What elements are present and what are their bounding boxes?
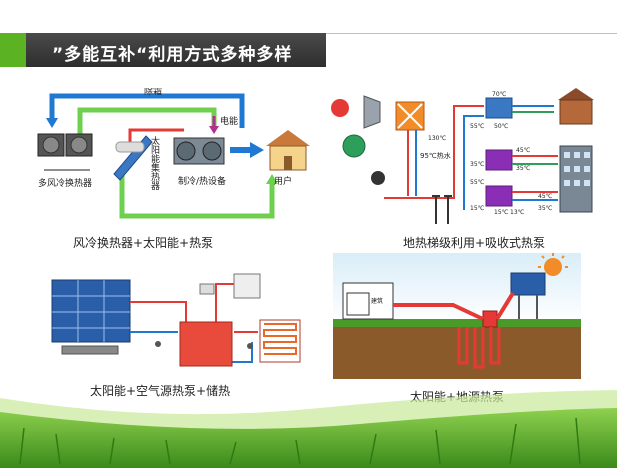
label-45b: 45℃ <box>538 193 553 200</box>
generator-icon <box>331 99 349 117</box>
label-55a: 55℃ <box>470 123 485 130</box>
defrost-pipe <box>49 93 245 128</box>
label-35a: 35℃ <box>516 165 531 172</box>
title-bar: ”多能互补“利用方式多种多样 <box>0 33 617 67</box>
label-multi-exchanger: 多风冷换热器 <box>38 177 92 189</box>
label-13: 13℃ <box>510 209 525 216</box>
air-exchanger-units <box>37 133 93 157</box>
solar-panel-array <box>51 279 131 343</box>
label-user: 用户 <box>274 175 292 187</box>
house-icon <box>558 88 594 125</box>
label-95: 95℃热水 <box>420 151 451 160</box>
label-45: 45℃ <box>516 147 531 154</box>
caption-panel-1: 风冷换热器+太阳能+热泵 <box>73 236 214 250</box>
floor-heating-coil <box>259 319 301 363</box>
page-title: ”多能互补“利用方式多种多样 <box>52 45 293 65</box>
label-defrost: 除霜 <box>144 88 162 97</box>
green-pipe-bottom <box>119 168 275 219</box>
label-15b: 15℃ <box>494 209 509 216</box>
ground <box>333 327 581 379</box>
label-55b: 55℃ <box>470 179 485 186</box>
house-icon <box>266 130 310 171</box>
diagram-solar-airsource-storage <box>38 262 310 374</box>
solar-collector <box>113 135 153 181</box>
pump-icon <box>371 171 385 185</box>
label-electricity: 电能 <box>220 115 238 127</box>
storage-tank <box>179 321 233 367</box>
label-35c: 35℃ <box>538 205 553 212</box>
label-room: 建筑 <box>371 297 383 305</box>
solar-panel <box>510 272 546 296</box>
caption-panel-3: 太阳能+空气源热泵+储热 <box>90 384 231 398</box>
absorption-unit-3 <box>485 185 513 207</box>
caption-panel-2: 地热梯级利用+吸收式热泵 <box>403 236 546 250</box>
title-background <box>26 33 326 67</box>
diagram-air-solar-heatpump: 除霜 多风冷换热器 太阳能集热器 电能 制冷/热设备 用户 <box>34 88 310 230</box>
apartment-building-icon <box>559 145 593 213</box>
diagram-geothermal-cascade: 130℃ 95℃热水 70℃ 55℃ 50℃ 45℃ 35℃ 35℃ 55℃ 1… <box>324 86 594 232</box>
grass-strip <box>333 319 581 327</box>
title-accent-block <box>0 33 26 67</box>
title-divider <box>326 33 617 34</box>
air-source-unit <box>233 273 261 299</box>
sun-icon <box>544 258 562 276</box>
label-35b: 35℃ <box>470 161 485 168</box>
label-15a: 15℃ <box>470 205 485 212</box>
heat-pump-unit <box>173 137 225 165</box>
absorption-unit-2 <box>485 149 513 171</box>
footer-grass-decoration <box>0 390 617 468</box>
label-50: 50℃ <box>494 123 509 130</box>
absorption-unit-1 <box>485 97 513 119</box>
label-70: 70℃ <box>492 91 507 98</box>
label-130: 130℃ <box>428 135 446 142</box>
label-solar-collector: 太阳能集热器 <box>149 135 160 190</box>
diagram-solar-groundsource: 建筑 <box>333 253 581 379</box>
ground-loops <box>457 327 501 369</box>
label-heat-pump: 制冷/热设备 <box>178 175 226 187</box>
condenser-icon <box>342 134 366 158</box>
ground-heat-pump <box>482 310 498 328</box>
